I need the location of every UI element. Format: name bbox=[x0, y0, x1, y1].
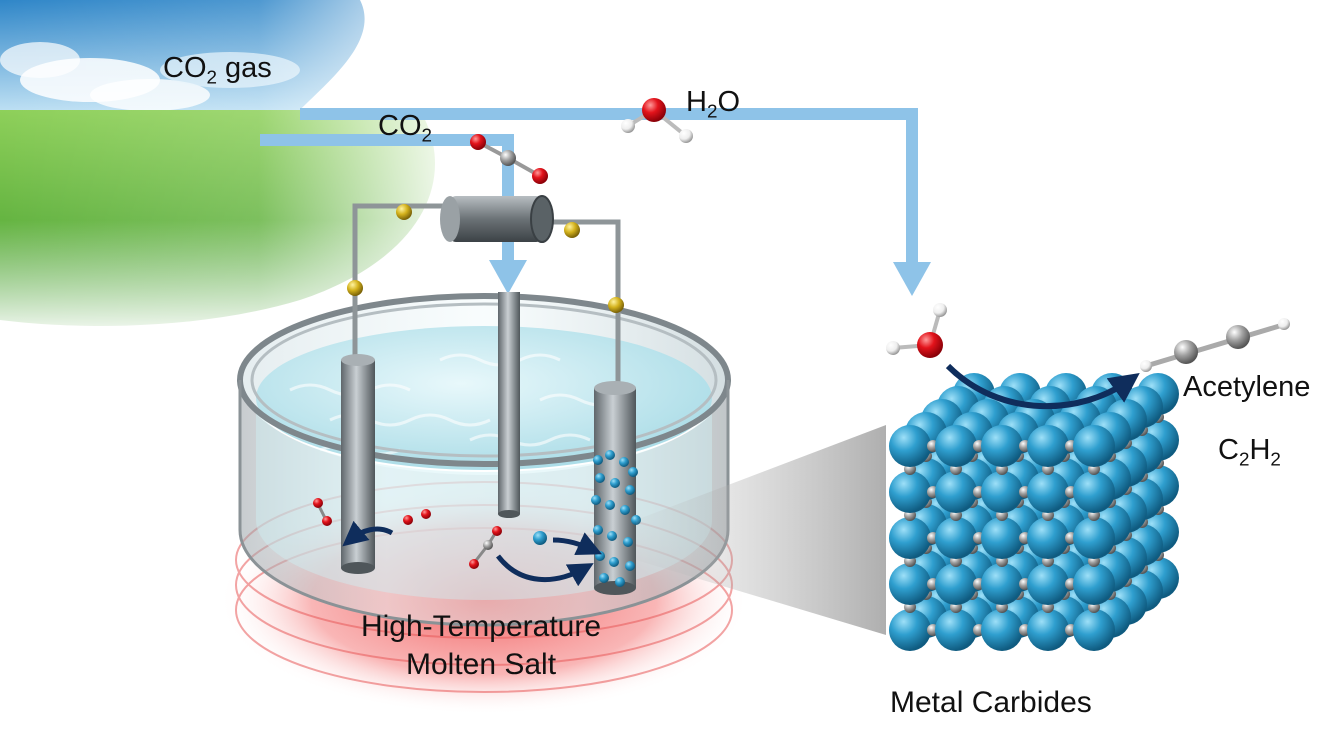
metal-atom bbox=[1027, 563, 1069, 605]
metal-atom bbox=[935, 563, 977, 605]
metal-atom bbox=[1027, 517, 1069, 559]
acetylene-label: Acetylene bbox=[1183, 371, 1310, 404]
h2o-feed-label: H2O bbox=[686, 86, 740, 123]
metal-carbide-lattice bbox=[889, 373, 1179, 651]
metal-atom bbox=[981, 471, 1023, 513]
crucible bbox=[240, 296, 728, 625]
cube-water-molecule-icon bbox=[886, 303, 947, 358]
metal-atom bbox=[1073, 609, 1115, 651]
metal-atom bbox=[1073, 563, 1115, 605]
metal-atom bbox=[981, 609, 1023, 651]
acetylene-formula-label: C2H2 bbox=[1218, 434, 1281, 471]
metal-atom bbox=[889, 517, 931, 559]
metal-atom bbox=[889, 425, 931, 467]
metal-atom bbox=[981, 425, 1023, 467]
metal-atom bbox=[981, 563, 1023, 605]
metal-atom bbox=[889, 563, 931, 605]
co2-gas-label: CO2 gas bbox=[163, 52, 272, 89]
metal-atom bbox=[1073, 471, 1115, 513]
metal-atom bbox=[935, 517, 977, 559]
landscape-background bbox=[0, 0, 470, 340]
metal-atom bbox=[935, 425, 977, 467]
metal-atom bbox=[1027, 471, 1069, 513]
metal-atom bbox=[889, 609, 931, 651]
anode-electrode bbox=[341, 354, 375, 574]
metal-atom bbox=[1073, 517, 1115, 559]
metal-atom bbox=[1027, 609, 1069, 651]
reference-electrode bbox=[498, 292, 520, 518]
metal-atom bbox=[1073, 425, 1115, 467]
metal-atom bbox=[889, 471, 931, 513]
metal-atom bbox=[1027, 425, 1069, 467]
metal-atom bbox=[935, 471, 977, 513]
water-molecule-icon bbox=[621, 98, 693, 143]
co2-feed-label: CO2 bbox=[378, 110, 432, 147]
metal-carbides-label: Metal Carbides bbox=[890, 686, 1092, 720]
power-supply-icon bbox=[440, 196, 553, 242]
metal-atom bbox=[935, 609, 977, 651]
acetylene-molecule-icon bbox=[1140, 318, 1290, 372]
metal-atom bbox=[981, 517, 1023, 559]
